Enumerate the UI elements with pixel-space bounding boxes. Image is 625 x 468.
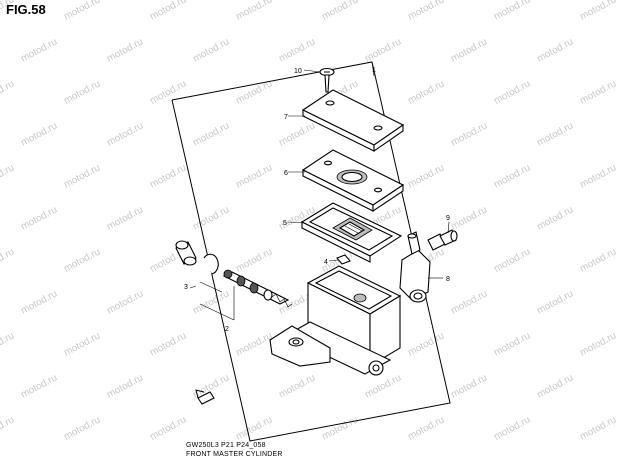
part-9-banjo-bolt	[427, 229, 458, 251]
watermark-text: motod.ru	[277, 36, 317, 64]
part-2-piston-set	[199, 269, 293, 321]
watermark-text: motod.ru	[148, 414, 188, 442]
watermark-text: motod.ru	[148, 162, 188, 190]
watermark-text: motod.ru	[234, 330, 274, 358]
watermark-text: motod.ru	[105, 36, 145, 64]
watermark-text: motod.ru	[19, 372, 59, 400]
callout-3: 3	[184, 284, 188, 291]
watermark-text: motod.ru	[578, 330, 618, 358]
watermark-text: motod.ru	[535, 288, 575, 316]
watermark-text: motod.ru	[148, 330, 188, 358]
watermark-text: motod.ru	[0, 0, 16, 23]
watermark-text: motod.ru	[62, 0, 102, 23]
snap-ring	[203, 253, 219, 275]
watermark-text: motod.ru	[578, 162, 618, 190]
watermark-text: motod.ru	[62, 414, 102, 442]
watermark-text: motod.ru	[0, 78, 16, 106]
watermark-text: motod.ru	[0, 162, 16, 190]
watermark-text: motod.ru	[320, 0, 360, 23]
watermark-text: motod.ru	[19, 36, 59, 64]
watermark-text: motod.ru	[492, 330, 532, 358]
watermark-text: motod.ru	[277, 120, 317, 148]
watermark-text: motod.ru	[19, 288, 59, 316]
callout-numbers: 10 1 7 6 5 4 9 8 3 2	[184, 67, 450, 333]
watermark-text: motod.ru	[62, 78, 102, 106]
callout-4: 4	[324, 259, 328, 266]
watermark-text: motod.ru	[234, 78, 274, 106]
watermark-text: motod.ru	[62, 246, 102, 274]
watermark-text: motod.ru	[535, 372, 575, 400]
callout-1: 1	[372, 67, 376, 74]
watermark-text: motod.ru	[19, 120, 59, 148]
callout-8: 8	[446, 276, 450, 283]
callout-5: 5	[283, 220, 287, 227]
watermark-text: motod.ru	[363, 372, 403, 400]
master-cylinder-body	[269, 265, 402, 376]
watermark-text: motod.ru	[578, 414, 618, 442]
watermark-text: motod.ru	[535, 204, 575, 232]
watermark-text: motod.ru	[406, 162, 446, 190]
watermark-text: motod.ru	[0, 414, 16, 442]
part-4-plate	[336, 254, 351, 265]
watermark-text: motod.ru	[148, 78, 188, 106]
watermark-text: motod.ru	[62, 162, 102, 190]
leader-lines	[189, 61, 450, 289]
watermark-text: motod.ru	[406, 414, 446, 442]
watermark-text: motod.ru	[449, 372, 489, 400]
watermark-text: motod.ru	[105, 288, 145, 316]
assembly-frame	[171, 61, 451, 442]
watermark-text: motod.ru	[578, 246, 618, 274]
watermark-text: motod.ru	[105, 372, 145, 400]
callout-6: 6	[284, 170, 288, 177]
watermark-text: motod.ru	[449, 204, 489, 232]
watermark-text: motod.ru	[105, 204, 145, 232]
part-10-screw	[319, 67, 335, 93]
watermark-text: motod.ru	[105, 120, 145, 148]
watermark-text: motod.ru	[148, 0, 188, 23]
watermark-text: motod.ru	[191, 36, 231, 64]
callout-7: 7	[284, 114, 288, 121]
watermark-text: motod.ru	[449, 36, 489, 64]
watermark-text: motod.ru	[0, 330, 16, 358]
callout-9: 9	[446, 215, 450, 222]
callout-10: 10	[294, 68, 302, 75]
watermark-text: motod.ru	[363, 36, 403, 64]
watermark-text: motod.ru	[449, 288, 489, 316]
watermark-text: motod.ru	[191, 288, 231, 316]
watermark-text: motod.ru	[578, 0, 618, 23]
figure-title: FIG.58	[6, 2, 46, 17]
figure-name: FRONT MASTER CYLINDER	[186, 451, 283, 458]
watermark-text: motod.ru	[406, 0, 446, 23]
watermark-text: motod.ru	[62, 330, 102, 358]
watermark-text: motod.ru	[449, 120, 489, 148]
watermark-text: motod.ru	[492, 414, 532, 442]
watermark-text: motod.ru	[234, 162, 274, 190]
watermark-text: motod.ru	[320, 414, 360, 442]
part-5-diaphragm	[300, 202, 403, 263]
watermark-text: motod.ru	[234, 0, 274, 23]
part-6-diaphragm-plate	[301, 149, 405, 213]
part-3-boot	[175, 240, 197, 266]
watermark-text: motod.ru	[492, 0, 532, 23]
watermark-text: motod.ru	[535, 120, 575, 148]
watermark-text: motod.ru	[234, 414, 274, 442]
watermark-text: motod.ru	[406, 330, 446, 358]
part-7-reservoir-cap	[301, 89, 405, 153]
watermark-text: motod.ru	[234, 246, 274, 274]
watermark-text: motod.ru	[406, 78, 446, 106]
callout-2: 2	[225, 326, 229, 333]
part-8-union	[399, 231, 431, 303]
watermark-text: motod.ru	[19, 204, 59, 232]
watermark-text: motod.ru	[535, 36, 575, 64]
watermark-text: motod.ru	[191, 120, 231, 148]
watermark-text: motod.ru	[277, 372, 317, 400]
watermark-text: motod.ru	[0, 246, 16, 274]
watermark-text: motod.ru	[492, 78, 532, 106]
watermark-text: motod.ru	[492, 246, 532, 274]
figure-code: GW250L3 P21 P24_058	[186, 442, 266, 449]
watermark-text: motod.ru	[492, 162, 532, 190]
watermark-text: motod.ru	[578, 78, 618, 106]
arrow-mark	[195, 389, 215, 405]
